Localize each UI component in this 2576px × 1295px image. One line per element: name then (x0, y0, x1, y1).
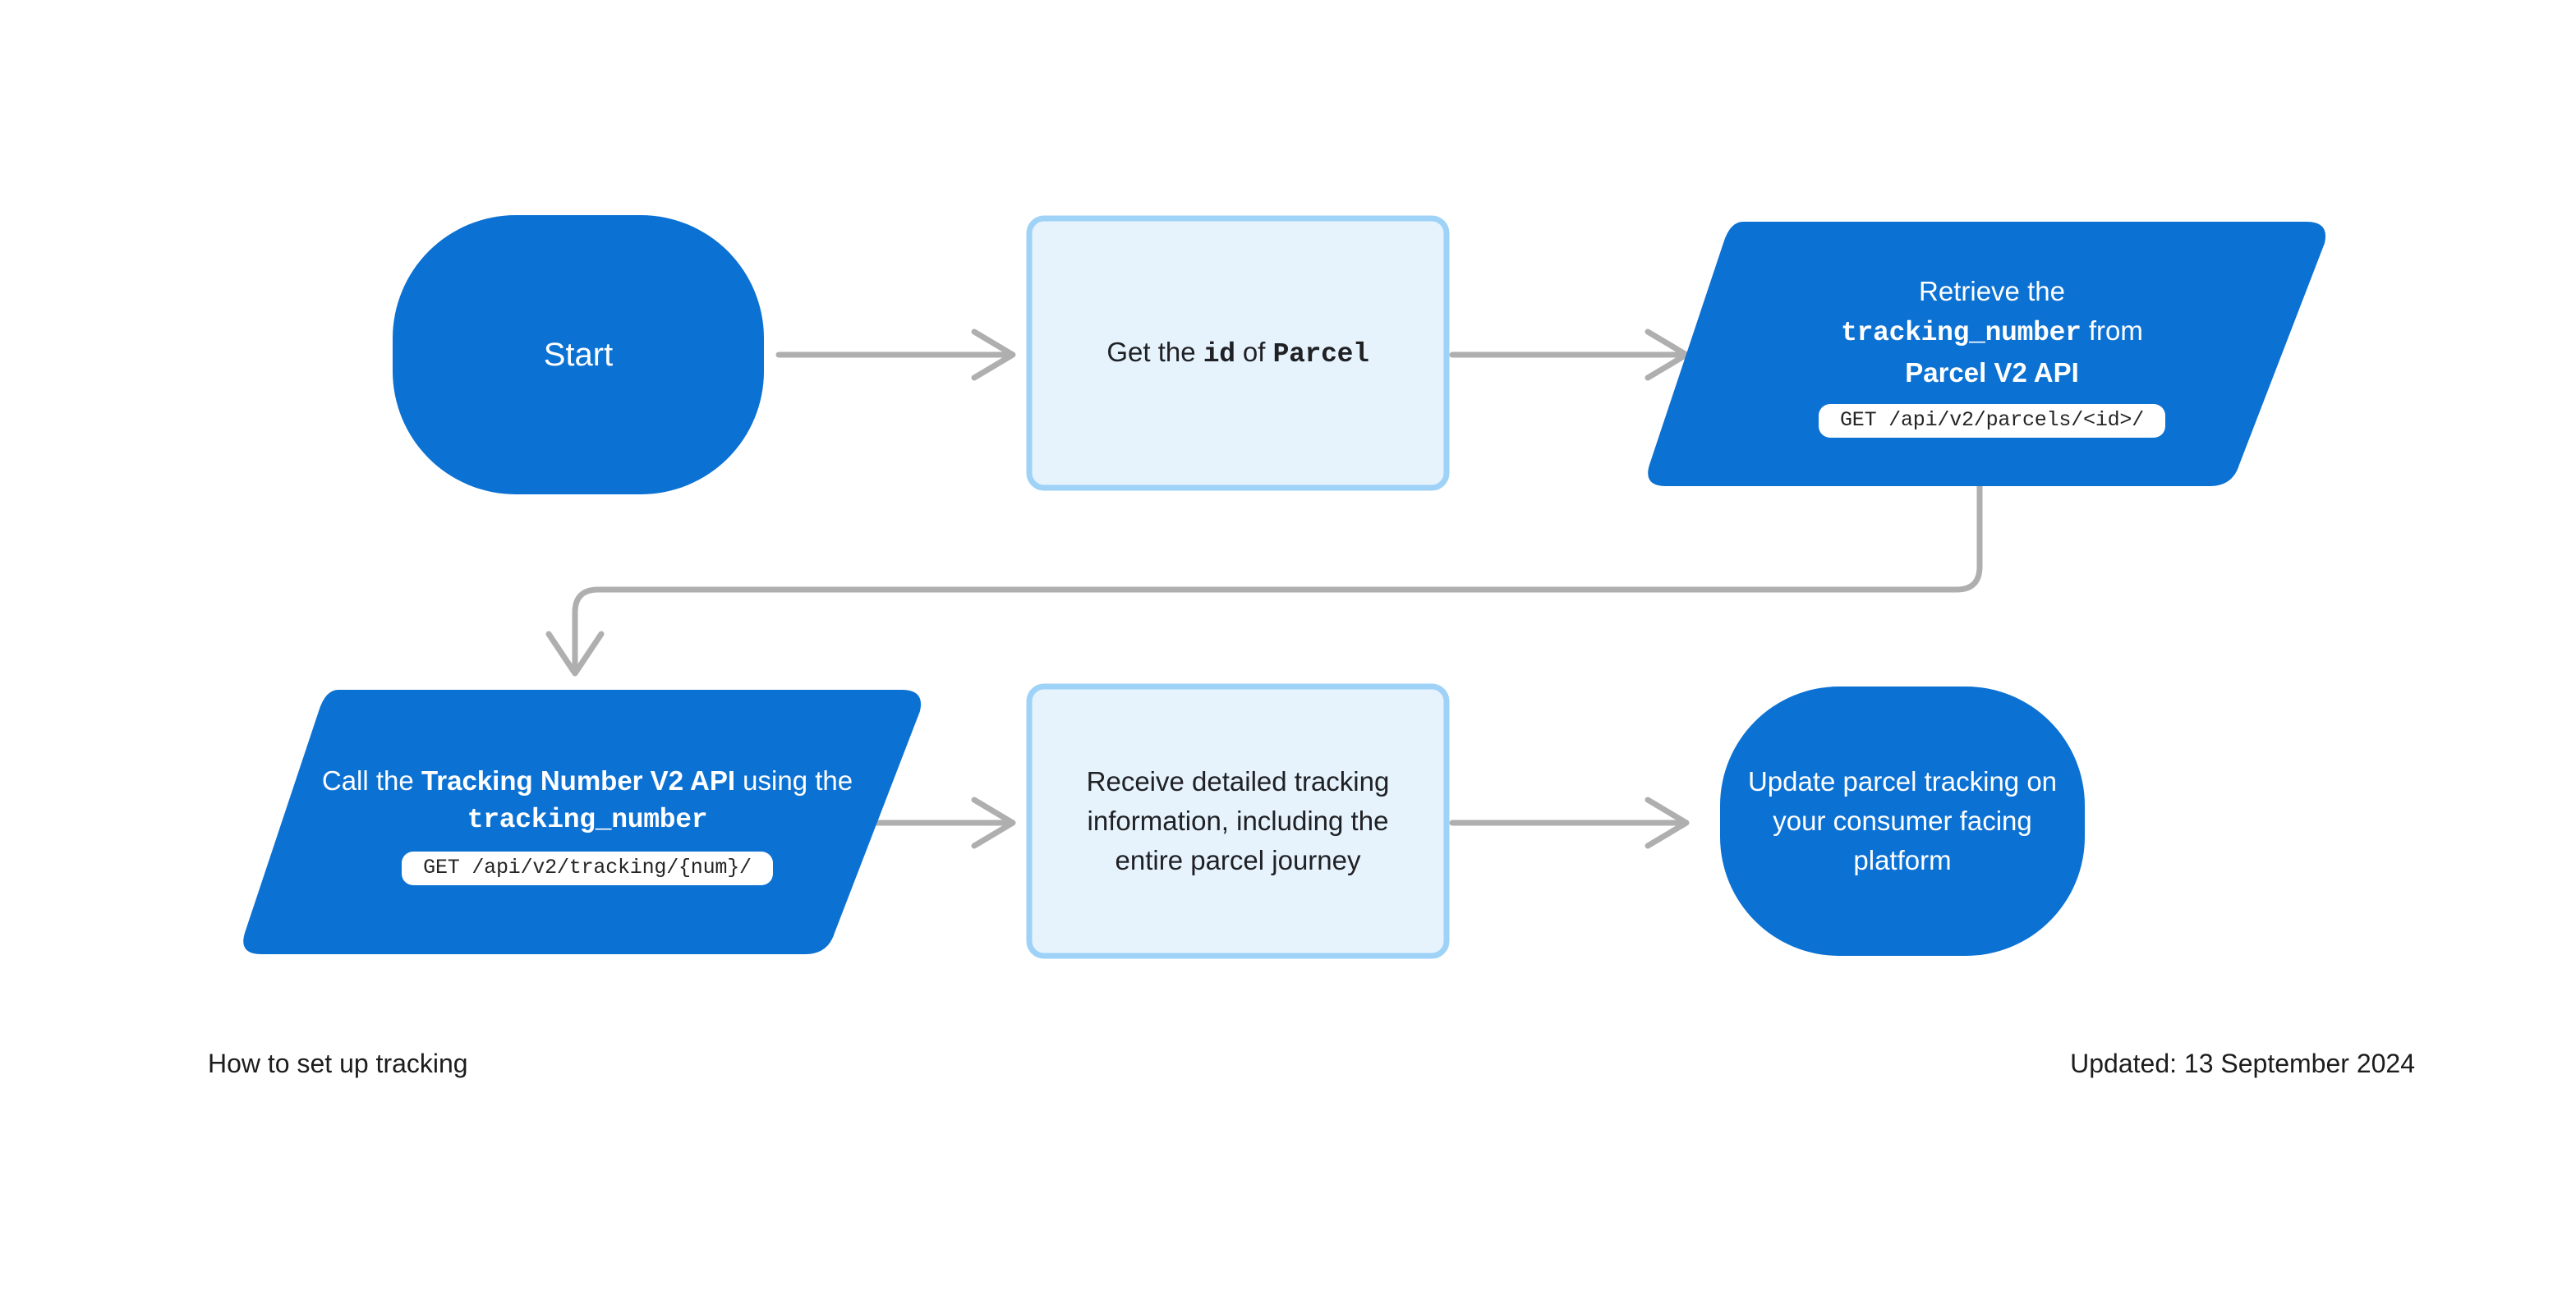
call-tracking-text-strong: Tracking Number V2 API (421, 765, 735, 796)
retrieve-line-3: Parcel V2 API (1905, 357, 2079, 388)
retrieve-line-2: tracking_number from (1841, 311, 2143, 353)
node-call-tracking-api[interactable]: Call the Tracking Number V2 API using th… (243, 690, 922, 954)
call-tracking-label-container: Call the Tracking Number V2 API using th… (322, 761, 853, 885)
get-id-label: Get the id of Parcel (1106, 333, 1369, 374)
retrieve-line-1: Retrieve the (1919, 276, 2065, 306)
update-platform-label-container: Update parcel tracking on your consumer … (1747, 766, 2058, 875)
get-id-text-mono-id: id (1203, 338, 1235, 370)
node-retrieve-tracking-number[interactable]: Retrieve the tracking_number from Parcel… (1648, 222, 2326, 486)
start-label: Start (543, 336, 614, 373)
connector-retrieve-to-call (545, 483, 1983, 677)
node-get-id[interactable]: Get the id of Parcel (1026, 215, 1450, 491)
get-id-text-mono-parcel: Parcel (1272, 338, 1369, 370)
receive-info-label-container: Receive detailed tracking information, i… (1086, 766, 1390, 875)
start-shape (393, 215, 764, 494)
receive-info-shape (1026, 683, 1450, 959)
retrieve-label: Retrieve the tracking_number from Parcel… (1841, 272, 2143, 393)
connector-start-to-get-id (775, 328, 1016, 381)
retrieve-text-mono: tracking_number (1841, 318, 2082, 348)
diagram-updated-date: Updated: 13 September 2024 (2070, 1049, 2415, 1078)
retrieve-api-pill: GET /api/v2/parcels/<id>/ (1818, 404, 2166, 438)
connector-receive-to-update (1449, 797, 1690, 849)
update-platform-label: Update parcel tracking on your consumer … (1747, 766, 2058, 875)
node-receive-info[interactable]: Receive detailed tracking information, i… (1026, 683, 1450, 959)
retrieve-text-from: from (2081, 315, 2143, 346)
call-tracking-shape (243, 690, 922, 954)
get-id-label-container: Get the id of Parcel (1106, 333, 1369, 374)
node-update-platform[interactable]: Update parcel tracking on your consumer … (1720, 687, 2085, 956)
retrieve-label-container: Retrieve the tracking_number from Parcel… (1818, 272, 2166, 438)
get-id-text-plain-1: Get the (1106, 336, 1203, 367)
call-tracking-label: Call the Tracking Number V2 API using th… (322, 761, 853, 840)
get-id-shape (1026, 215, 1450, 491)
receive-info-label: Receive detailed tracking information, i… (1086, 766, 1390, 875)
call-tracking-text-mono: tracking_number (467, 804, 708, 835)
call-tracking-line-1-2: Call the Tracking Number V2 API using th… (322, 761, 853, 801)
get-id-text-plain-2: of (1235, 336, 1273, 367)
node-start[interactable]: Start (393, 215, 764, 494)
diagram-title: How to set up tracking (208, 1049, 468, 1078)
connector-get-id-to-retrieve (1449, 328, 1690, 381)
call-tracking-text-plain-2: using the (735, 765, 853, 796)
call-tracking-api-pill: GET /api/v2/tracking/{num}/ (402, 851, 773, 885)
call-tracking-text-plain-1: Call the (321, 765, 421, 796)
start-label-container: Start (543, 336, 614, 373)
update-platform-shape (1720, 687, 2085, 956)
